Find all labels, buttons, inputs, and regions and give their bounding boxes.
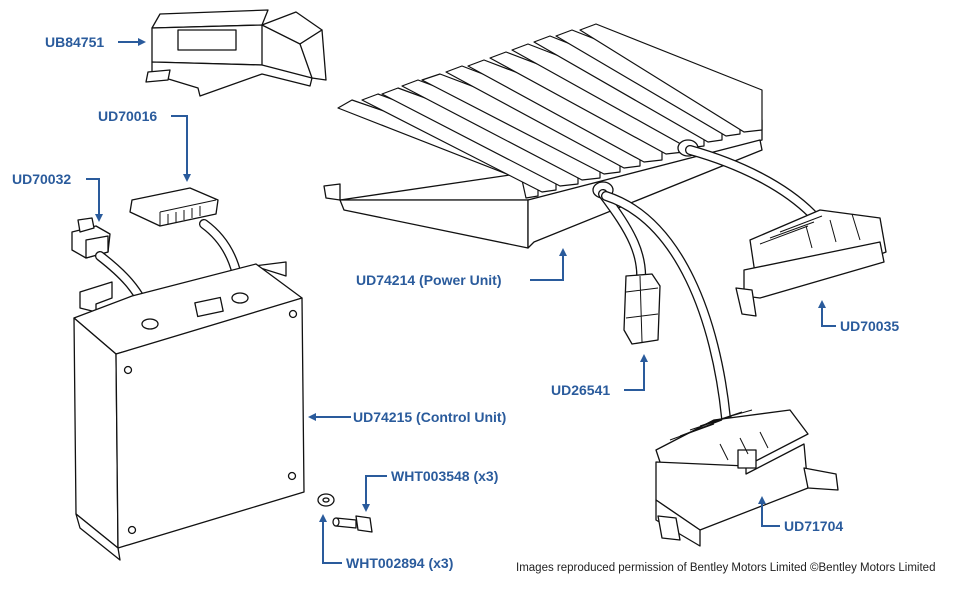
control-unit-ud74215 — [73, 261, 305, 561]
connector-ud70016 — [129, 187, 219, 227]
label-ud26541: UD26541 — [551, 382, 611, 398]
copyright-credit: Images reproduced permission of Bentley … — [516, 562, 936, 574]
power-unit-ud74214 — [323, 23, 763, 249]
connector-ud70032 — [71, 217, 111, 259]
label-wht002894: WHT002894 (x3) — [346, 555, 454, 571]
connector-ud71704 — [655, 409, 839, 547]
label-ud70035: UD70035 — [840, 318, 900, 334]
label-ub84751: UB84751 — [45, 34, 105, 50]
callout-leaders — [86, 38, 836, 564]
label-ud74214: UD74214 (Power Unit) — [356, 272, 502, 288]
label-ud74215: UD74215 (Control Unit) — [353, 409, 507, 425]
label-ud70032: UD70032 — [12, 171, 72, 187]
label-ud71704: UD71704 — [784, 518, 844, 534]
bracket-ub84751 — [145, 9, 327, 97]
label-ud70016: UD70016 — [98, 108, 158, 124]
label-wht003548: WHT003548 (x3) — [391, 468, 499, 484]
connector-ud70035 — [735, 209, 887, 317]
connector-ud26541 — [623, 273, 661, 345]
fasteners — [317, 493, 373, 533]
